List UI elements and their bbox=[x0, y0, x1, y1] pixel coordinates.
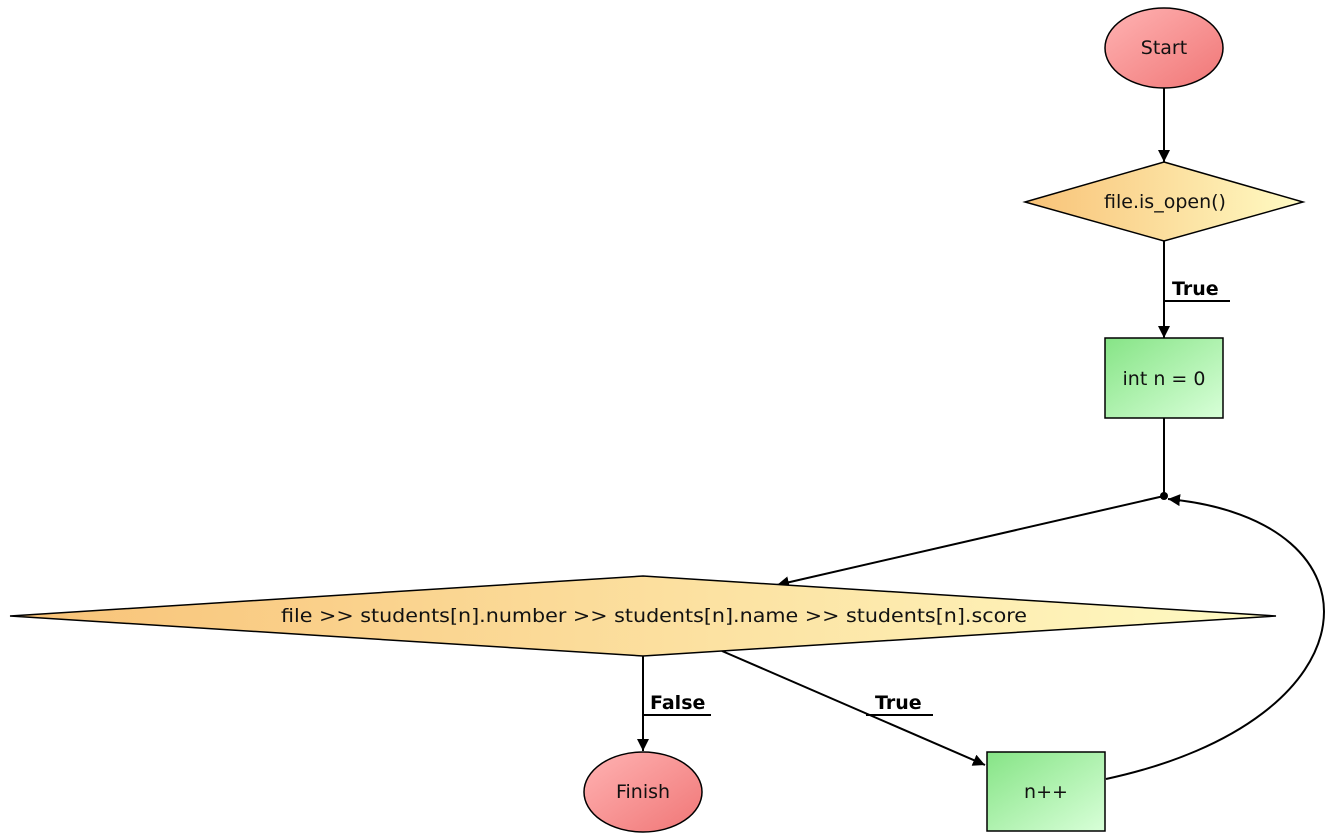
node-start: Start bbox=[1104, 7, 1224, 89]
start-label: Start bbox=[1141, 37, 1187, 59]
edge-label-read-false: False bbox=[650, 692, 705, 714]
edge-label-read-true: True bbox=[875, 692, 922, 714]
increment-n-label: n++ bbox=[1024, 781, 1068, 803]
condition-read-diamond bbox=[9, 575, 1277, 657]
edges bbox=[637, 88, 1325, 780]
finish-terminal-shape bbox=[583, 751, 703, 833]
init-n-label: int n = 0 bbox=[1123, 368, 1206, 390]
edge-increment-loop-back bbox=[1105, 494, 1325, 780]
edge-junction-to-read bbox=[776, 495, 1165, 589]
condition-read-label: file >> students[n].number >> students[n… bbox=[281, 605, 1027, 627]
condition-open-diamond bbox=[1022, 161, 1306, 242]
node-increment-n: n++ bbox=[986, 751, 1106, 832]
edge-read-to-increment bbox=[721, 650, 986, 766]
increment-n-process-box bbox=[986, 751, 1106, 832]
edge-label-open-true: True bbox=[1172, 278, 1219, 300]
condition-open-label: file.is_open() bbox=[1104, 191, 1226, 213]
start-terminal-shape bbox=[1104, 7, 1224, 89]
init-n-process-box bbox=[1104, 337, 1224, 419]
node-finish: Finish bbox=[583, 751, 703, 833]
finish-label: Finish bbox=[616, 781, 670, 803]
node-init-n: int n = 0 bbox=[1104, 337, 1224, 419]
node-condition-open: file.is_open() bbox=[1022, 161, 1306, 242]
node-condition-read: file >> students[n].number >> students[n… bbox=[9, 575, 1277, 657]
edge-labels: True False True bbox=[650, 278, 1219, 714]
